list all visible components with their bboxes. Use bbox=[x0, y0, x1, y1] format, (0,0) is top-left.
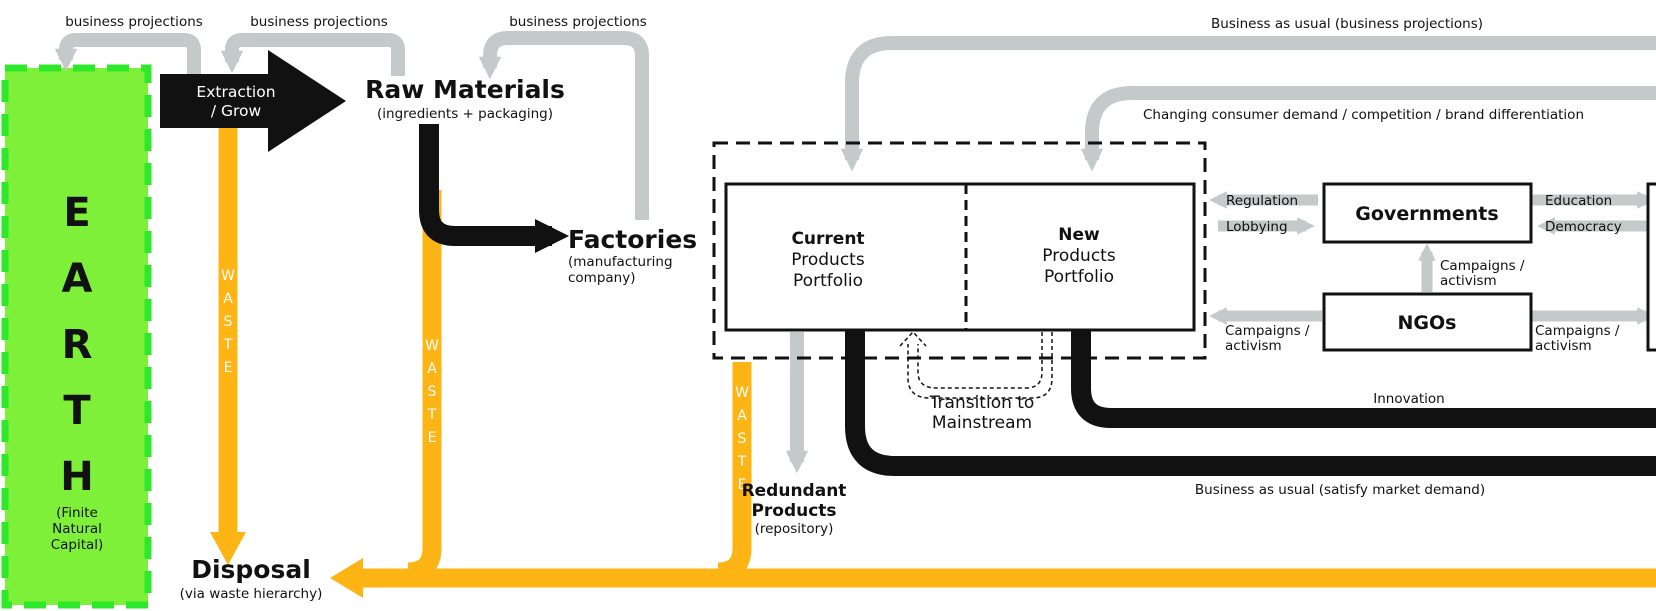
new-portfolio-line-1: New bbox=[1058, 225, 1100, 245]
bp-arrow-2 bbox=[220, 33, 405, 76]
bau-bottom-label: Business as usual (satisfy market demand… bbox=[1195, 482, 1485, 498]
bp-arrow-3 bbox=[478, 31, 649, 220]
lobbying-label: Lobbying bbox=[1226, 219, 1288, 235]
innovation-flow bbox=[1071, 330, 1656, 428]
svg-text:A: A bbox=[223, 291, 233, 307]
campaigns-mid-line-1: Campaigns / bbox=[1440, 258, 1525, 274]
earth-note-line-3: Capital) bbox=[51, 537, 104, 553]
bp-arrow-1 bbox=[54, 33, 201, 76]
education-label: Education bbox=[1545, 193, 1612, 209]
black-flows bbox=[419, 124, 1656, 476]
extraction-label-line-1: Extraction bbox=[196, 83, 275, 101]
svg-text:T: T bbox=[223, 337, 233, 353]
waste-flows bbox=[218, 128, 1656, 588]
campaigns-right-line-2: activism bbox=[1535, 338, 1592, 354]
waste-text-col-2: W A S T E bbox=[425, 338, 439, 446]
svg-text:W: W bbox=[735, 385, 749, 401]
earth-note-line-2: Natural bbox=[52, 521, 102, 537]
waste-text-col-1: W A S T E bbox=[221, 268, 235, 376]
innovation-label: Innovation bbox=[1373, 391, 1444, 407]
earth-letter-t: T bbox=[63, 388, 91, 434]
svg-text:W: W bbox=[425, 338, 439, 354]
svg-text:T: T bbox=[737, 454, 747, 470]
current-portfolio-line-1: Current bbox=[791, 229, 864, 249]
new-portfolio-line-2: Products bbox=[1042, 246, 1116, 266]
svg-text:W: W bbox=[221, 268, 235, 284]
current-portfolio-line-3: Portfolio bbox=[793, 271, 863, 291]
governments-label: Governments bbox=[1355, 203, 1498, 225]
svg-text:A: A bbox=[737, 408, 747, 424]
svg-text:A: A bbox=[427, 361, 437, 377]
campaigns-right-line-1: Campaigns / bbox=[1535, 323, 1620, 339]
bp-label-1: business projections bbox=[65, 14, 203, 30]
redundant-line-1: Redundant bbox=[742, 481, 847, 501]
svg-text:E: E bbox=[224, 360, 233, 376]
campaigns-left-line-2: activism bbox=[1225, 338, 1282, 354]
ngos-box bbox=[1322, 292, 1533, 352]
disposal-title: Disposal bbox=[191, 555, 311, 584]
disposal-arrowhead bbox=[330, 558, 363, 598]
disposal-subtitle: (via waste hierarchy) bbox=[180, 586, 323, 602]
grey-short-arrows bbox=[1209, 191, 1656, 325]
svg-text:E: E bbox=[428, 430, 437, 446]
earth-letter-h: H bbox=[60, 454, 93, 500]
redundant-line-2: Products bbox=[751, 501, 836, 521]
campaigns-left-line-1: Campaigns / bbox=[1225, 323, 1310, 339]
raw-materials-title: Raw Materials bbox=[365, 75, 565, 104]
offscreen-box-edge bbox=[1646, 182, 1656, 352]
governments-box bbox=[1322, 182, 1533, 244]
raw-to-factories-arrow bbox=[419, 124, 570, 254]
bp-label-2: business projections bbox=[250, 14, 388, 30]
bau-bottom-flow bbox=[845, 330, 1656, 476]
extraction-label-line-2: / Grow bbox=[211, 102, 262, 120]
regulation-label: Regulation bbox=[1226, 193, 1298, 209]
democracy-label: Democracy bbox=[1545, 219, 1622, 235]
svg-text:T: T bbox=[427, 407, 437, 423]
svg-text:S: S bbox=[224, 314, 233, 330]
earth-box bbox=[1, 64, 152, 609]
current-portfolio-line-2: Products bbox=[791, 250, 865, 270]
transition-label-line-1: Transition to bbox=[929, 393, 1035, 413]
raw-materials-subtitle: (ingredients + packaging) bbox=[377, 106, 553, 122]
earth-letter-a: A bbox=[62, 256, 93, 302]
waste-flow-portfolio bbox=[717, 362, 752, 582]
ngos-label: NGOs bbox=[1398, 312, 1457, 334]
changing-demand-arrow bbox=[1080, 86, 1656, 172]
waste-flow-raw bbox=[407, 190, 442, 582]
earth-letter-e: E bbox=[63, 190, 90, 236]
factories-subtitle-line-2: company) bbox=[568, 270, 636, 286]
transition-label-line-2: Mainstream bbox=[932, 413, 1032, 433]
earth-letter-r: R bbox=[62, 322, 93, 368]
svg-text:S: S bbox=[428, 384, 437, 400]
campaigns-mid-line-2: activism bbox=[1440, 273, 1497, 289]
factories-title: Factories bbox=[568, 225, 697, 254]
extraction-arrow bbox=[160, 50, 346, 152]
redundant-line-3: (repository) bbox=[755, 521, 834, 537]
bau-top-arrow bbox=[840, 36, 1656, 172]
extraction-waste-arrowhead bbox=[210, 532, 246, 565]
transition-arrow bbox=[899, 330, 1053, 399]
svg-text:S: S bbox=[738, 431, 747, 447]
waste-text-col-3: W A S T E bbox=[735, 385, 749, 493]
svg-text:E: E bbox=[738, 477, 747, 493]
bau-top-label: Business as usual (business projections) bbox=[1211, 16, 1483, 32]
bp-label-3: business projections bbox=[509, 14, 647, 30]
new-portfolio-line-3: Portfolio bbox=[1044, 267, 1114, 287]
factories-subtitle-line-1: (manufacturing bbox=[568, 254, 673, 270]
portfolio-box bbox=[724, 182, 1196, 332]
earth-note-line-1: (Finite bbox=[56, 505, 98, 521]
changing-demand-label: Changing consumer demand / competition /… bbox=[1143, 107, 1584, 123]
portfolio-outer-dashed-box bbox=[712, 141, 1207, 360]
grey-flows bbox=[54, 31, 1656, 474]
